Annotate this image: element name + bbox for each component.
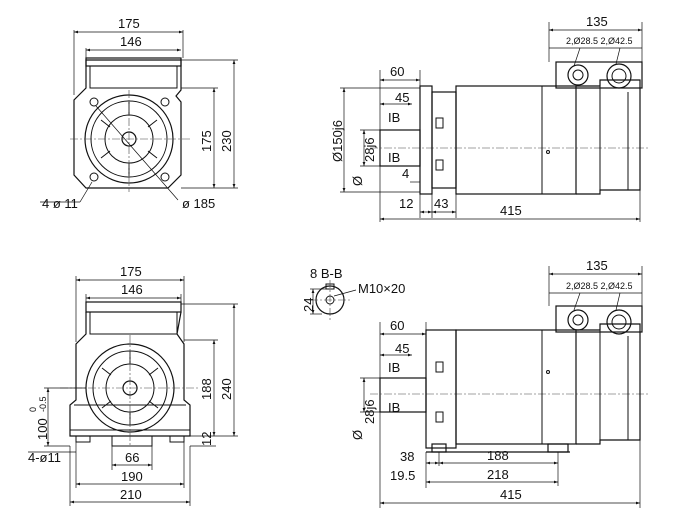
lower-front-width-total: 175	[120, 264, 142, 279]
upper-side-terminal-top: 135	[586, 14, 608, 29]
upper-side-spigot: Ø150j6	[330, 120, 345, 162]
lower-side-ib-bottom: IB	[388, 400, 400, 415]
lower-side-terminal-top: 135	[586, 258, 608, 273]
lower-side-d38: 38	[400, 449, 414, 464]
lower-front-d12: 12	[199, 432, 214, 446]
upper-front-width-flange: 146	[120, 34, 142, 49]
lower-side-ib-top: IB	[388, 360, 400, 375]
lower-front-foot-210: 210	[120, 487, 142, 502]
upper-front-height-b: 230	[219, 130, 234, 152]
upper-side-shaft-60: 60	[390, 64, 404, 79]
lower-front-width-flange: 146	[121, 282, 143, 297]
upper-side-d12: 12	[399, 196, 413, 211]
upper-front-width-total: 175	[118, 16, 140, 31]
lower-front-tol-top: 0	[28, 407, 38, 412]
upper-side-phi: Ø	[350, 176, 365, 186]
upper-side-d43: 43	[434, 196, 448, 211]
lower-front-tol-bot: -0.5	[38, 396, 48, 412]
upper-side-shaft-45: 45	[395, 90, 409, 105]
upper-side-view: 135 2,Ø28.5 2,Ø42.5 60 45 IB IB Ø150j6 2…	[330, 14, 650, 222]
lower-front-foot-holes: 4-ø11	[28, 450, 61, 465]
upper-front-height-a: 175	[199, 130, 214, 152]
upper-side-ib-top: IB	[388, 110, 400, 125]
section-bb: 8 B-B 24 M10×20	[301, 266, 405, 320]
upper-front-view: 175 146 175 230 4 ø 11 ø 185	[40, 16, 238, 211]
lower-front-height-c: 100	[35, 418, 50, 440]
lower-side-conduit: 2,Ø28.5 2,Ø42.5	[566, 281, 633, 291]
upper-front-pcd: ø 185	[182, 196, 215, 211]
lower-side-length: 415	[500, 487, 522, 502]
section-bb-label: 8 B-B	[310, 266, 343, 281]
upper-side-d4: 4	[402, 166, 409, 181]
upper-side-length: 415	[500, 203, 522, 218]
lower-front-height-b: 240	[219, 378, 234, 400]
upper-side-ib-bottom: IB	[388, 150, 400, 165]
lower-side-view: 135 2,Ø28.5 2,Ø42.5 60 45 IB IB 28j6 Ø 3…	[350, 258, 650, 508]
section-bb-thread: M10×20	[358, 281, 405, 296]
lower-front-foot-190: 190	[121, 469, 143, 484]
section-bb-key-24: 24	[301, 298, 316, 312]
lower-side-d188: 188	[487, 448, 509, 463]
lower-side-d218: 218	[487, 467, 509, 482]
lower-side-shaft-60: 60	[390, 318, 404, 333]
upper-side-conduit: 2,Ø28.5 2,Ø42.5	[566, 36, 633, 46]
upper-side-shaft-dia: 28j6	[362, 137, 377, 162]
lower-side-shaft-dia: 28j6	[362, 399, 377, 424]
lower-side-phi: Ø	[350, 430, 365, 440]
lower-front-view: 175 146 188 240 12 100 0 -0.5 4-ø11 66 1…	[28, 264, 238, 506]
lower-side-shaft-45: 45	[395, 341, 409, 356]
upper-front-holes: 4 ø 11	[42, 196, 78, 211]
lower-front-foot-66: 66	[125, 450, 139, 465]
lower-front-height-a: 188	[199, 378, 214, 400]
lower-side-d195: 19.5	[390, 468, 415, 483]
